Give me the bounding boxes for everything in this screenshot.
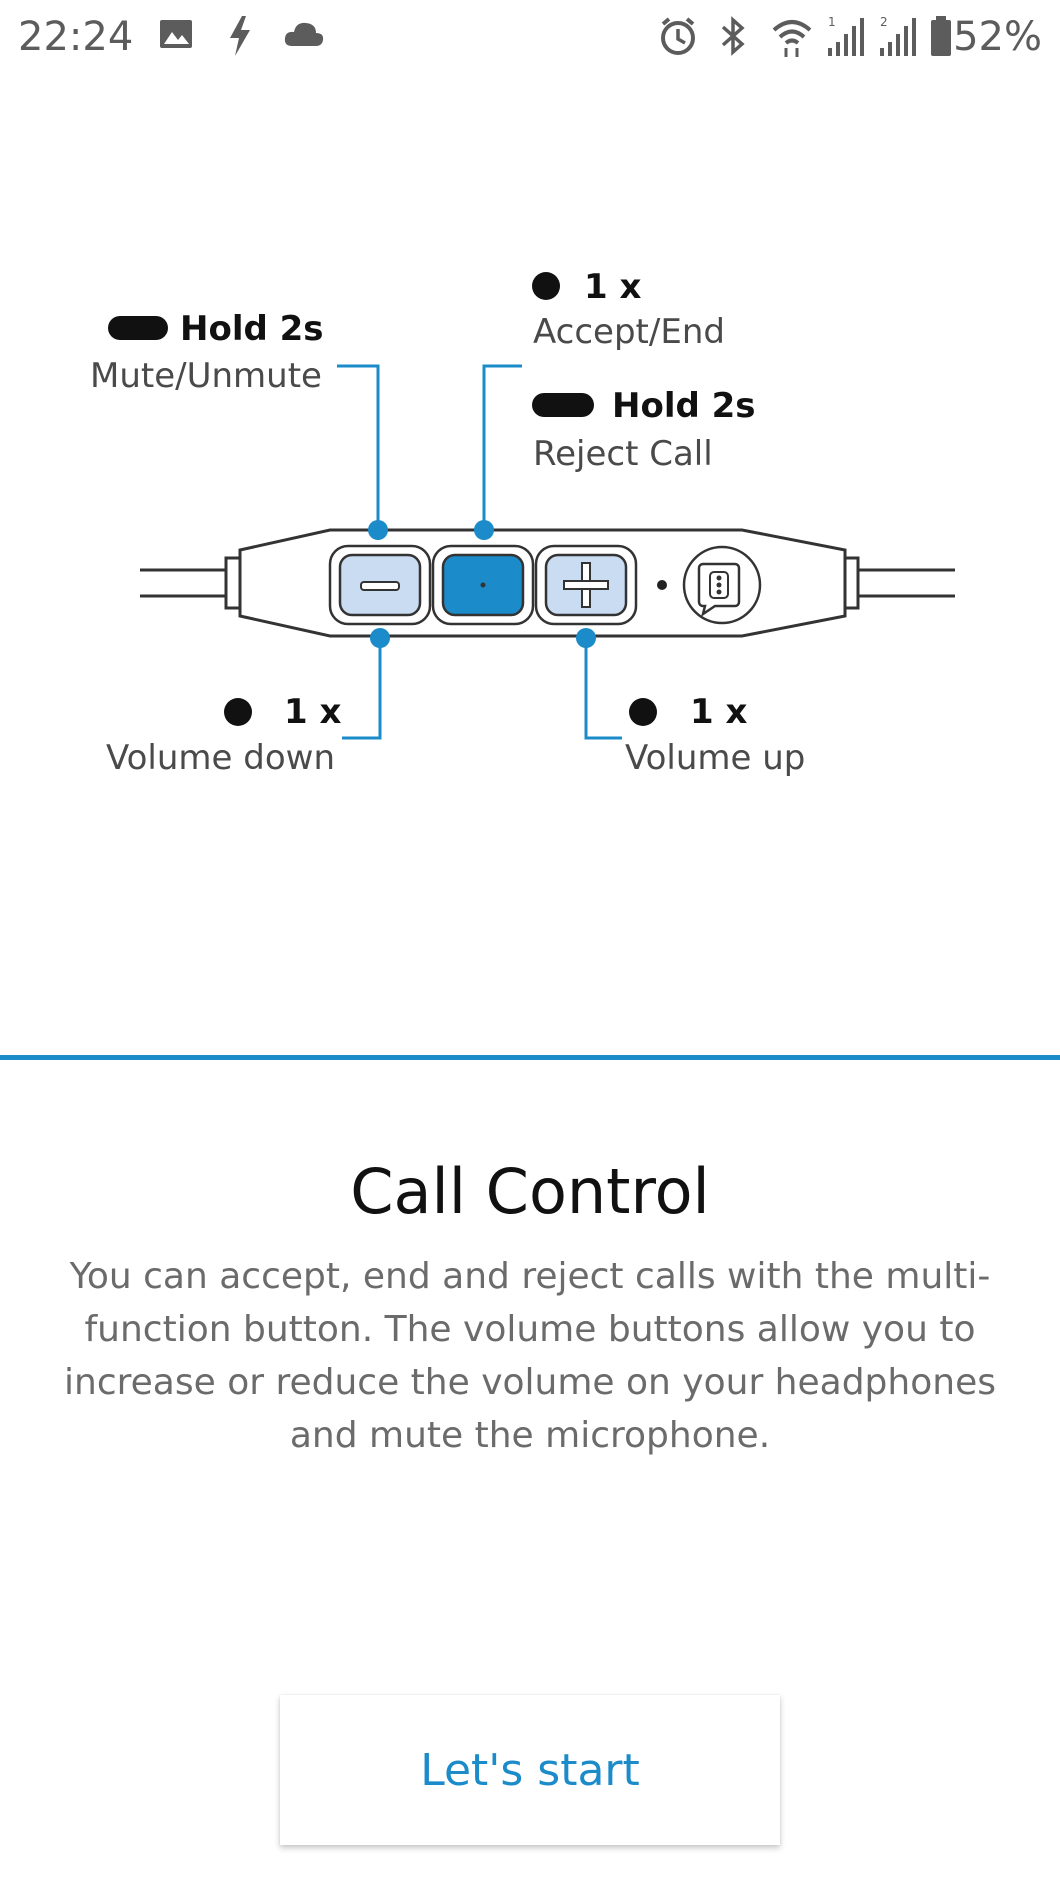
cloud-icon <box>282 14 326 59</box>
battery-icon <box>928 14 954 63</box>
description-text: You can accept, end and reject calls wit… <box>64 1256 996 1456</box>
svg-text:2: 2 <box>880 15 888 29</box>
volume-up-action-label: 1 x <box>690 692 748 732</box>
lets-start-label: Let's start <box>420 1744 640 1796</box>
reject-description: Reject Call <box>533 434 713 474</box>
lets-start-button[interactable]: Let's start <box>280 1695 780 1845</box>
remote-illustration <box>108 272 955 740</box>
page-title: Call Control <box>350 1155 710 1228</box>
signal-1-icon: 1 <box>824 14 864 63</box>
accept-action-label: 1 x <box>584 267 642 307</box>
center-dot-icon <box>480 582 486 588</box>
mute-action-label: Hold 2s <box>180 309 324 349</box>
press-indicator-icon <box>532 272 560 300</box>
status-time: 22:24 <box>18 14 134 60</box>
battery-percentage: 52% <box>953 14 1042 60</box>
alarm-icon <box>658 14 698 63</box>
plus-icon <box>563 562 609 608</box>
image-icon <box>158 14 194 59</box>
volume-up-description: Volume up <box>625 738 806 778</box>
press-indicator-icon <box>629 698 657 726</box>
minus-icon <box>360 581 400 591</box>
wifi-icon <box>770 14 814 63</box>
voice-assistant-icon <box>697 562 741 617</box>
press-indicator-icon <box>224 698 252 726</box>
reject-action-label: Hold 2s <box>612 386 756 426</box>
microphone-dot <box>657 580 667 590</box>
status-bar: 22:24 <box>0 0 1060 80</box>
flash-icon <box>226 14 254 63</box>
volume-down-description: Volume down <box>106 738 336 778</box>
progress-divider <box>0 1055 1060 1060</box>
volume-down-action-label: 1 x <box>284 692 342 732</box>
accept-description: Accept/End <box>533 312 725 352</box>
bluetooth-icon <box>716 14 750 63</box>
hold-indicator-icon <box>108 316 168 340</box>
svg-text:1: 1 <box>828 15 836 29</box>
mute-description: Mute/Unmute <box>90 356 322 396</box>
remote-diagram: Hold 2s Mute/Unmute 1 x Accept/End Hold … <box>0 230 1060 790</box>
signal-2-icon: 2 <box>876 14 916 63</box>
hold-indicator-icon <box>532 393 594 417</box>
